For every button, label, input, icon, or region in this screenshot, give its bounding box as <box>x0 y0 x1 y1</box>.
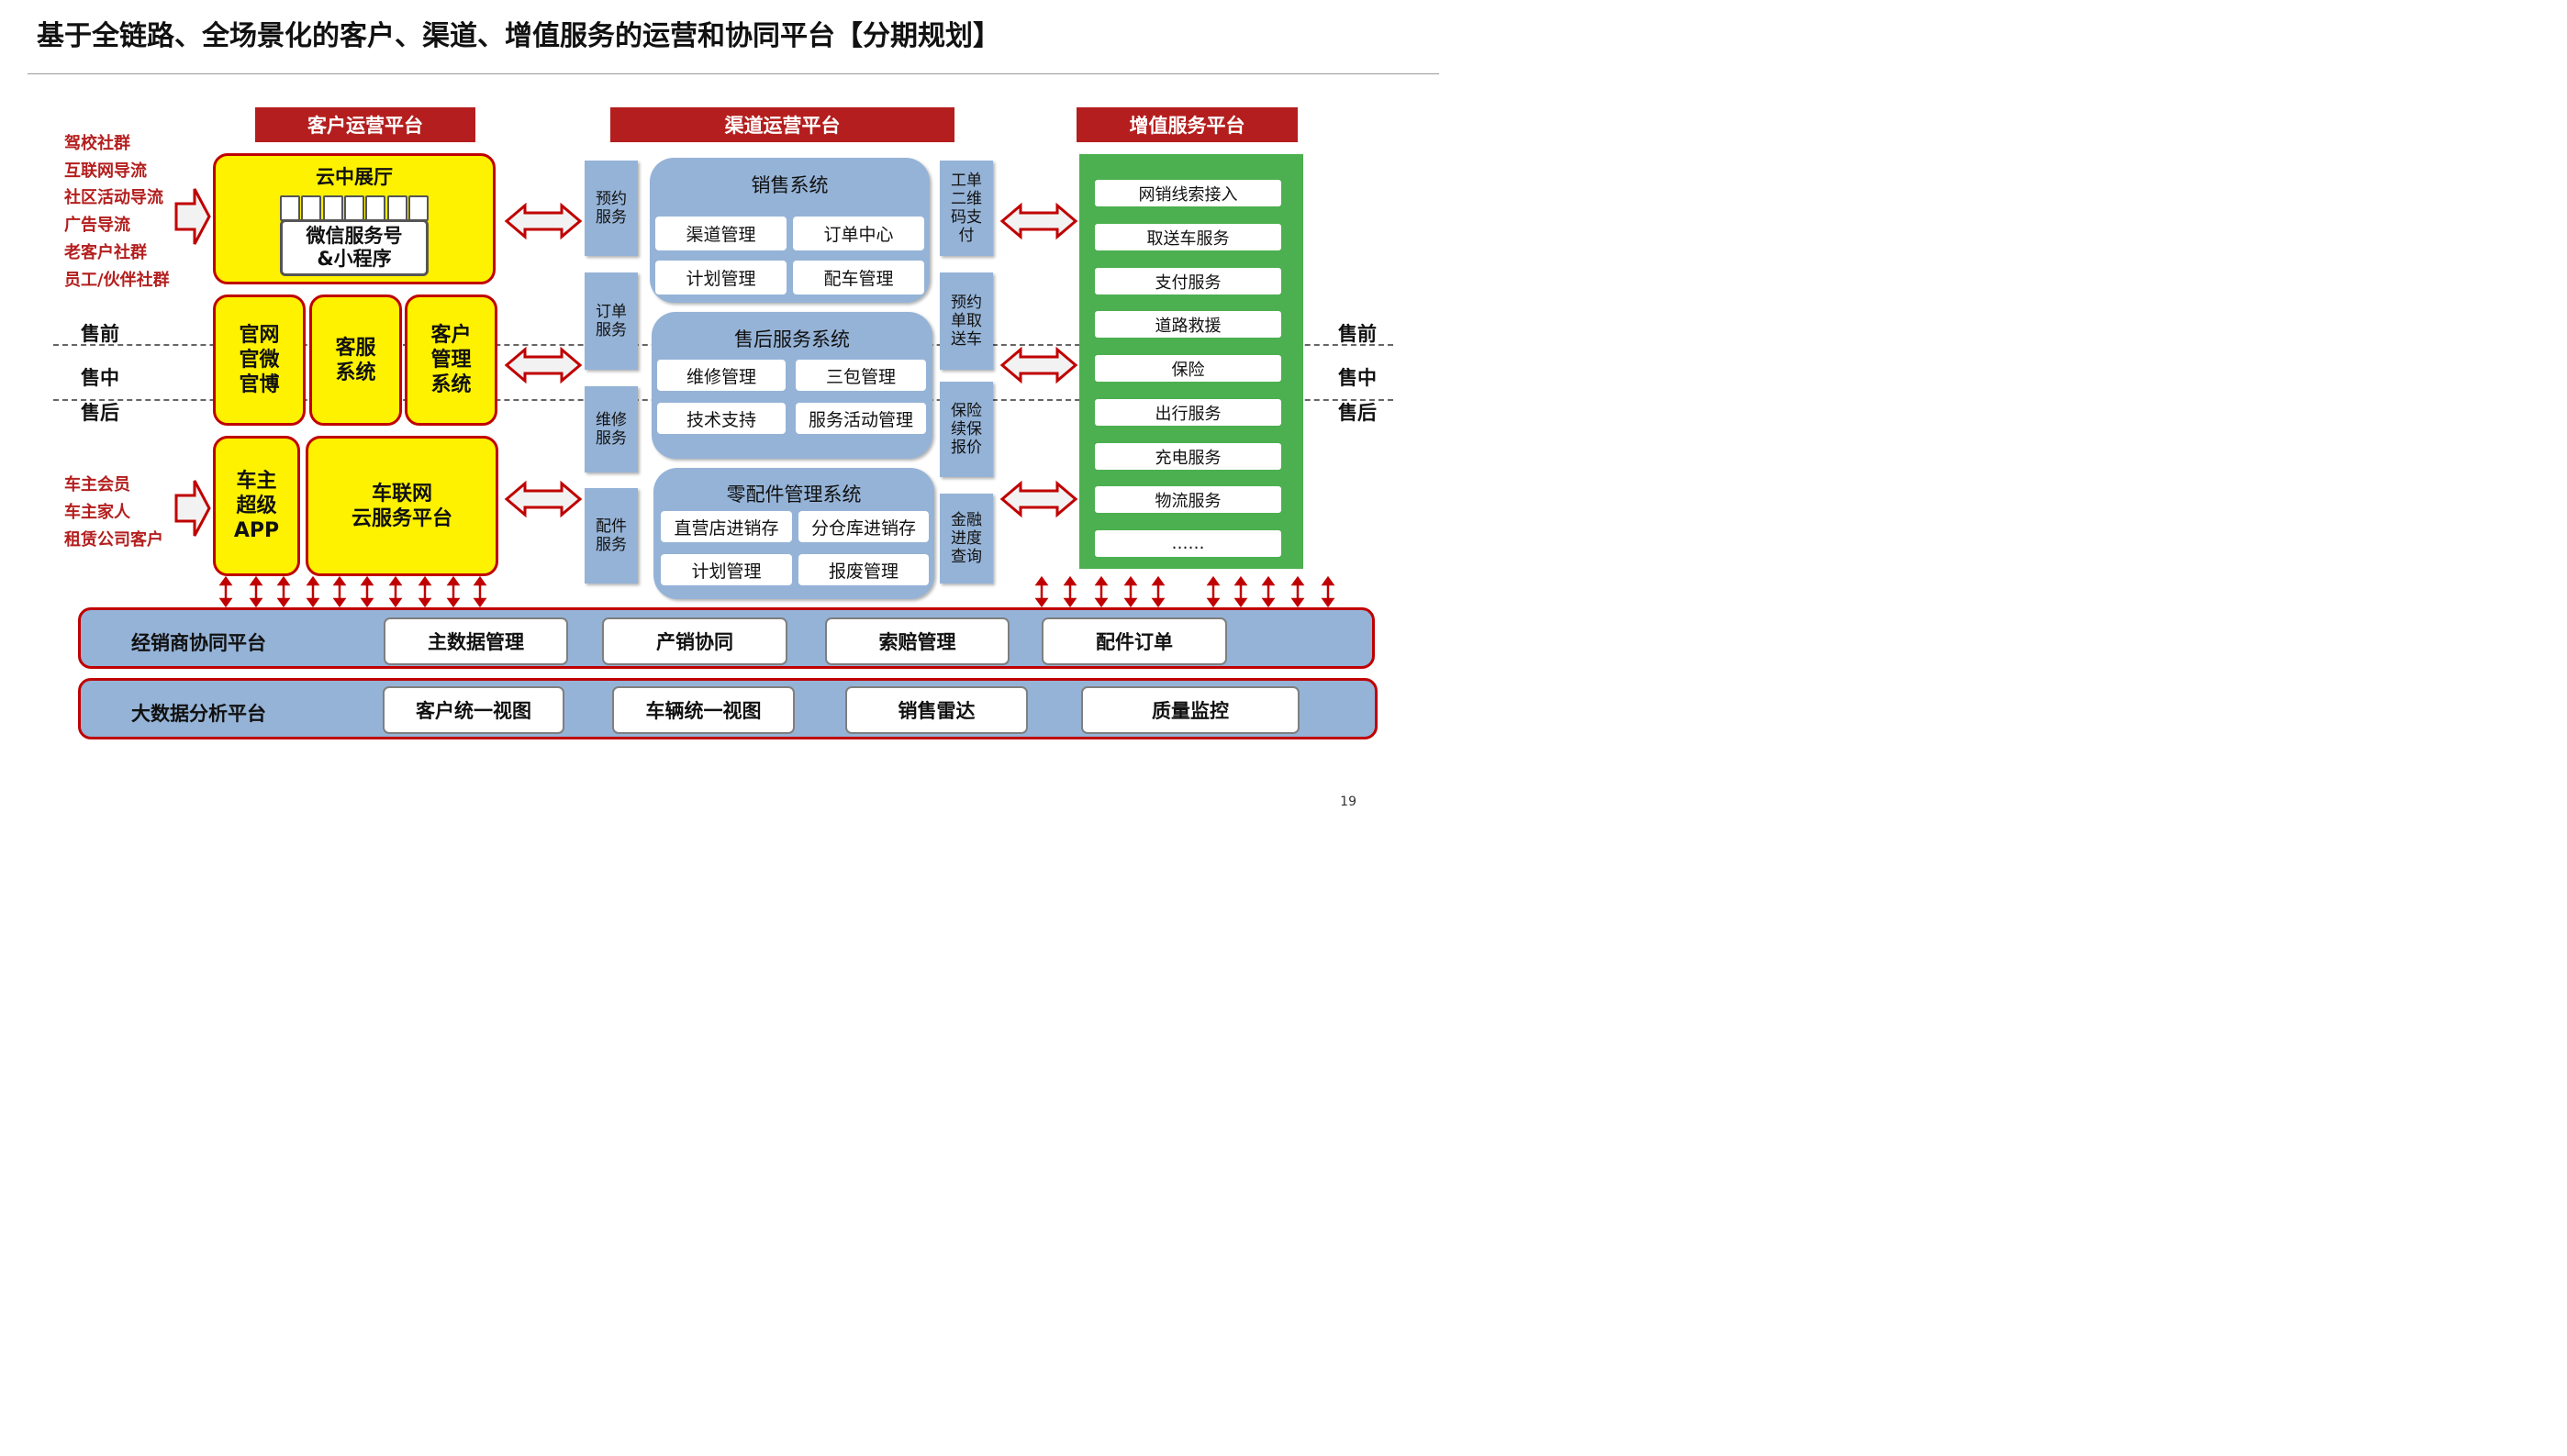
bigdata-item: 质量监控 <box>1081 686 1300 734</box>
customer-service-label: 客服 系统 <box>335 336 376 384</box>
source-item: 社区活动导流 <box>64 188 163 207</box>
source-item: 租赁公司客户 <box>64 530 163 550</box>
system-item: 计划管理 <box>655 261 787 295</box>
source-item: 驾校社群 <box>64 134 130 153</box>
value-added-item: 保险 <box>1095 355 1281 382</box>
double-arrow-icon <box>504 202 1078 518</box>
source-item: 车主家人 <box>64 503 130 522</box>
value-added-item: …… <box>1095 530 1281 557</box>
value-added-item: 道路救援 <box>1095 311 1281 338</box>
cloud-showroom-box: 云中展厅 微信服务号 &小程序 <box>213 153 496 284</box>
official-channels-label: 官网 官微 官博 <box>239 324 280 396</box>
bigdata-platform-label: 大数据分析平台 <box>131 703 266 725</box>
order-service: 订单 服务 <box>585 272 638 370</box>
system-item: 配车管理 <box>793 261 924 295</box>
owner-app-label: 车主 超级 APP <box>233 470 280 542</box>
value-added-platform-header: 增值服务平台 <box>1077 107 1298 142</box>
stage-label-post: 售后 <box>81 402 119 424</box>
after-sales-system-title: 售后服务系统 <box>734 328 850 350</box>
reservation-service: 预约 服务 <box>585 161 638 256</box>
sales-system: 销售系统 渠道管理 订单中心 计划管理 配车管理 <box>650 158 930 303</box>
cloud-showroom-title: 云中展厅 <box>316 166 393 188</box>
owner-app-box: 车主 超级 APP <box>213 436 300 576</box>
diagram-arrows <box>174 188 1335 608</box>
source-item: 广告导流 <box>64 216 130 235</box>
storefront-icon: 微信服务号 &小程序 <box>280 195 429 276</box>
crm-label: 客户 管理 系统 <box>430 324 472 396</box>
value-added-item: 取送车服务 <box>1095 224 1281 250</box>
title-divider <box>28 73 1439 74</box>
iov-cloud-box: 车联网 云服务平台 <box>306 436 498 576</box>
source-item: 员工/伙伴社群 <box>64 271 170 290</box>
value-added-item: 充电服务 <box>1095 443 1281 470</box>
system-item: 技术支持 <box>657 403 786 434</box>
sales-system-title: 销售系统 <box>751 174 829 196</box>
dealer-item: 配件订单 <box>1042 617 1227 665</box>
source-item: 老客户社群 <box>64 243 147 262</box>
value-added-services-panel: 网销线索接入 取送车服务 支付服务 道路救援 保险 出行服务 充电服务 物流服务… <box>1079 154 1303 569</box>
system-item: 直营店进销存 <box>661 511 792 542</box>
dealer-platform-label: 经销商协同平台 <box>131 632 266 654</box>
stage-label-mid: 售中 <box>1338 367 1377 389</box>
page-number: 19 <box>1340 795 1356 809</box>
reservation-pickup: 预约 单取 送车 <box>940 272 993 370</box>
bigdata-item: 销售雷达 <box>845 686 1028 734</box>
crm-box: 客户 管理 系统 <box>405 295 497 426</box>
dealer-item: 主数据管理 <box>384 617 568 665</box>
system-item: 分仓库进销存 <box>798 511 929 542</box>
page-title: 基于全链路、全场景化的客户、渠道、增值服务的运营和协同平台【分期规划】 <box>37 20 1000 52</box>
value-added-item: 网销线索接入 <box>1095 180 1281 206</box>
system-item: 三包管理 <box>796 360 926 391</box>
system-item: 计划管理 <box>661 554 792 585</box>
source-item: 车主会员 <box>64 475 130 495</box>
finance-progress-query: 金融 进度 查询 <box>940 494 993 584</box>
dealer-item: 产销协同 <box>602 617 787 665</box>
system-item: 报废管理 <box>798 554 929 585</box>
stage-label-post: 售后 <box>1338 402 1377 424</box>
stage-label-mid: 售中 <box>81 367 119 389</box>
iov-cloud-label: 车联网 云服务平台 <box>351 482 452 530</box>
big-data-analytics-platform: 大数据分析平台 客户统一视图 车辆统一视图 销售雷达 质量监控 <box>78 678 1378 739</box>
value-added-item: 支付服务 <box>1095 268 1281 295</box>
value-added-item: 物流服务 <box>1095 486 1281 513</box>
stage-label-pre: 售前 <box>81 323 119 345</box>
repair-service: 维修 服务 <box>585 386 638 472</box>
system-item: 订单中心 <box>793 217 924 250</box>
parts-service: 配件 服务 <box>585 488 638 584</box>
parts-system-title: 零配件管理系统 <box>726 483 862 506</box>
value-added-item: 出行服务 <box>1095 399 1281 426</box>
bigdata-item: 客户统一视图 <box>383 686 564 734</box>
vertical-arrow-icon <box>218 575 1335 608</box>
after-sales-system: 售后服务系统 维修管理 三包管理 技术支持 服务活动管理 <box>652 312 932 459</box>
bigdata-item: 车辆统一视图 <box>612 686 795 734</box>
stage-label-pre: 售前 <box>1338 323 1377 345</box>
channel-platform-header: 渠道运营平台 <box>610 107 954 142</box>
system-item: 服务活动管理 <box>796 403 926 434</box>
system-item: 渠道管理 <box>655 217 787 250</box>
work-order-qr-payment: 工单 二维 码支 付 <box>940 161 993 256</box>
official-channels-box: 官网 官微 官博 <box>213 295 306 426</box>
dealer-collaboration-platform: 经销商协同平台 主数据管理 产销协同 索赔管理 配件订单 <box>78 607 1375 669</box>
parts-management-system: 零配件管理系统 直营店进销存 分仓库进销存 计划管理 报废管理 <box>653 468 934 599</box>
insurance-renewal-quote: 保险 续保 报价 <box>940 382 993 477</box>
dealer-item: 索赔管理 <box>825 617 1010 665</box>
customer-platform-header: 客户运营平台 <box>255 107 475 142</box>
system-item: 维修管理 <box>657 360 786 391</box>
right-arrow-icon <box>174 188 211 537</box>
source-item: 互联网导流 <box>64 161 147 181</box>
customer-service-box: 客服 系统 <box>309 295 402 426</box>
wechat-miniprogram-label: 微信服务号 &小程序 <box>280 219 429 276</box>
